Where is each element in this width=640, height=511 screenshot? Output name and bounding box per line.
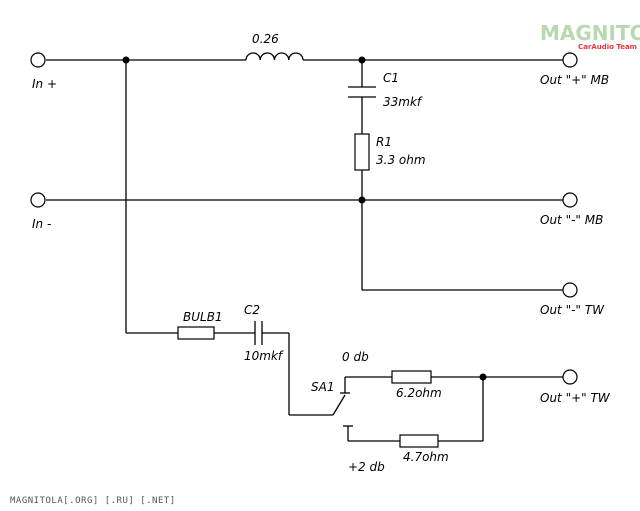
capacitor-c2: C2 10mkf bbox=[244, 303, 284, 363]
c2-value: 10mkf bbox=[244, 349, 284, 363]
terminal-label-in-plus: In + bbox=[32, 77, 57, 91]
switch-mode-0db: 0 db bbox=[342, 350, 369, 364]
junction-dot bbox=[122, 56, 130, 64]
terminal-label-out-plus-mb: Out "+" MB bbox=[540, 73, 609, 87]
terminal-label-out-minus-tw: Out "-" TW bbox=[540, 303, 605, 317]
resistor-r1: R1 3.3 ohm bbox=[354, 133, 426, 171]
terminal-label-in-minus: In - bbox=[32, 217, 51, 231]
terminal-out-minus-mb: Out "-" MB bbox=[540, 192, 603, 227]
terminal-out-minus-tw: Out "-" TW bbox=[540, 282, 605, 317]
capacitor-c1: C1 33mkf bbox=[348, 71, 423, 109]
resistor-4-7ohm-value: 4.7ohm bbox=[403, 450, 449, 464]
terminal-label-out-minus-mb: Out "-" MB bbox=[540, 213, 603, 227]
terminal-label-out-plus-tw: Out "+" TW bbox=[540, 391, 611, 405]
bulb-bulb1: BULB1 bbox=[177, 310, 223, 340]
wires bbox=[46, 59, 563, 442]
resistor-6-2ohm-value: 6.2ohm bbox=[396, 386, 442, 400]
r1-value: 3.3 ohm bbox=[376, 153, 426, 167]
switch-sa1: SA1 0 db +2 db bbox=[311, 350, 385, 474]
logo-subtitle: CarAudio Team bbox=[578, 43, 637, 51]
logo-text: MAGNITOLA bbox=[540, 21, 640, 45]
switch-mode-2db: +2 db bbox=[348, 460, 385, 474]
junctions bbox=[122, 56, 487, 381]
junction-dot bbox=[358, 56, 366, 64]
bulb-ref: BULB1 bbox=[183, 310, 223, 324]
terminal-in-minus: In - bbox=[30, 192, 51, 231]
junction-dot bbox=[358, 196, 366, 204]
c1-value: 33mkf bbox=[383, 95, 423, 109]
terminal-in-plus: In + bbox=[30, 52, 57, 91]
terminal-out-plus-mb: Out "+" MB bbox=[540, 52, 609, 87]
junction-dot bbox=[479, 373, 487, 381]
r1-ref: R1 bbox=[376, 135, 392, 149]
c1-ref: C1 bbox=[383, 71, 399, 85]
c2-ref: C2 bbox=[244, 303, 260, 317]
magnitola-logo: MAGNITOLA CarAudio Team bbox=[540, 21, 640, 51]
inductor-value: 0.26 bbox=[252, 32, 279, 46]
terminal-out-plus-tw: Out "+" TW bbox=[540, 369, 611, 405]
sa1-ref: SA1 bbox=[311, 380, 334, 394]
resistor-4-7ohm: 4.7ohm bbox=[399, 434, 449, 464]
resistor-6-2ohm: 6.2ohm bbox=[391, 370, 442, 400]
inductor-symbol: 0.26 bbox=[245, 32, 304, 61]
footer-watermark: MAGNITOLA[.ORG] [.RU] [.NET] bbox=[10, 496, 176, 506]
